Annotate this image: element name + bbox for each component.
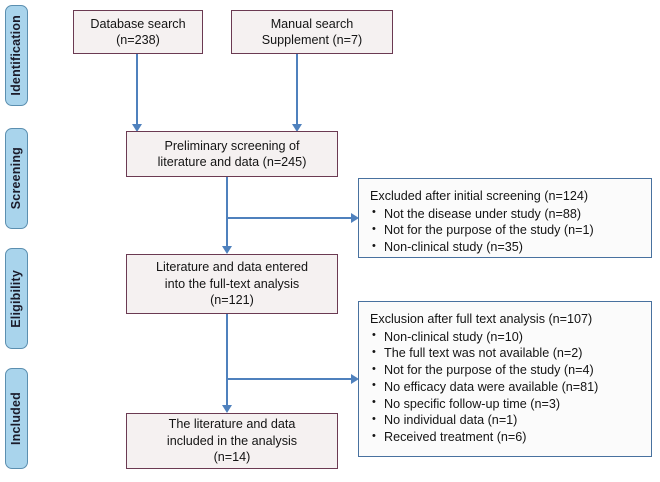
list-item: No efficacy data were available (n=81) — [370, 378, 643, 396]
flow-box-preliminary-screening: Preliminary screening of literature and … — [126, 131, 338, 177]
stage-label-eligibility: Eligibility — [9, 269, 24, 328]
list-item: No individual data (n=1) — [370, 412, 643, 429]
flow-box-manual-search-text: Manual search Supplement (n=7) — [261, 16, 363, 47]
flow-box-database-search: Database search (n=238) — [73, 10, 203, 54]
arrowhead-database-to-screening — [132, 124, 142, 132]
flow-box-manual-search: Manual search Supplement (n=7) — [231, 10, 393, 54]
connector-branch-fulltext-exclusion — [226, 378, 352, 380]
list-item: Non-clinical study (n=35) — [370, 239, 643, 256]
list-item: No specific follow-up time (n=3) — [370, 395, 643, 413]
connector-manual-to-screening — [296, 53, 298, 125]
list-item: The full text was not available (n=2) — [370, 345, 643, 362]
exclusion-initial-reason-list: Not the disease under study (n=88) Not f… — [370, 205, 643, 256]
connector-screening-to-fulltext — [226, 176, 228, 248]
exclusion-fulltext-reason-list: Non-clinical study (n=10) The full text … — [370, 328, 643, 446]
list-item: Not for the purpose of the study (n=1) — [370, 222, 643, 239]
exclusion-box-full-text: Exclusion after full text analysis (n=10… — [358, 301, 652, 457]
arrowhead-initial-exclusion — [351, 213, 359, 223]
exclusion-fulltext-title: Exclusion after full text analysis (n=10… — [370, 312, 593, 326]
list-item: Not the disease under study (n=88) — [370, 205, 643, 223]
exclusion-initial-title: Excluded after initial screening (n=124) — [370, 189, 589, 203]
stage-tab-screening: Screening — [5, 128, 28, 229]
exclusion-box-initial-screening: Excluded after initial screening (n=124)… — [358, 178, 652, 258]
list-item: Non-clinical study (n=10) — [370, 328, 643, 346]
connector-fulltext-to-included — [226, 313, 228, 407]
connector-branch-initial-exclusion — [226, 217, 352, 219]
stage-label-screening: Screening — [9, 147, 24, 210]
stage-label-included: Included — [9, 392, 24, 445]
stage-tab-included: Included — [5, 368, 28, 469]
list-item: Received treatment (n=6) — [370, 429, 643, 446]
stage-tab-eligibility: Eligibility — [5, 248, 28, 349]
flow-box-database-search-text: Database search (n=238) — [90, 16, 186, 47]
arrowhead-fulltext-to-included — [222, 405, 232, 413]
flow-box-full-text-analysis-text: Literature and data entered into the ful… — [156, 260, 308, 308]
arrowhead-fulltext-exclusion — [351, 374, 359, 384]
flow-box-included-analysis-text: The literature and data included in the … — [166, 417, 298, 465]
arrowhead-screening-to-fulltext — [222, 246, 232, 254]
flow-box-full-text-analysis: Literature and data entered into the ful… — [126, 254, 338, 314]
flow-box-preliminary-screening-text: Preliminary screening of literature and … — [157, 138, 307, 169]
stage-label-identification: Identification — [9, 15, 24, 96]
connector-database-to-screening — [136, 53, 138, 125]
stage-tab-identification: Identification — [5, 5, 28, 106]
list-item: Not for the purpose of the study (n=4) — [370, 362, 643, 379]
flow-box-included-analysis: The literature and data included in the … — [126, 413, 338, 469]
arrowhead-manual-to-screening — [292, 124, 302, 132]
